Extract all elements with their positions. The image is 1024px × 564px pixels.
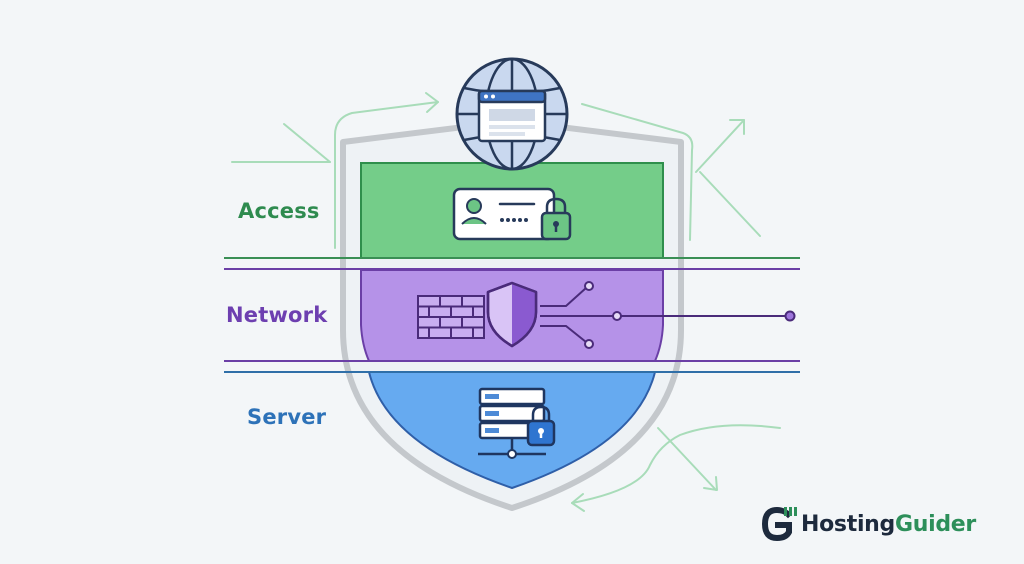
arrow-bottom-curve — [571, 424, 781, 504]
brand-mark-icon — [761, 506, 797, 542]
shield-icon — [486, 281, 538, 348]
arrow-top-left — [334, 101, 439, 249]
arrow-top-right — [581, 103, 694, 241]
arrow-bottom-right — [657, 427, 717, 491]
access-padlock-icon — [540, 197, 572, 241]
brand-name-part2: Guider — [895, 511, 976, 537]
network-layer-label: Network — [226, 303, 328, 327]
brand-logo: HostingGuider — [758, 505, 976, 543]
brand-name-part1: Hosting — [801, 511, 895, 537]
circuit-icon — [540, 281, 796, 349]
firewall-brick-icon — [417, 295, 485, 339]
arrow-top-left-head — [425, 92, 439, 113]
arrow-bottom-right-head — [703, 476, 718, 491]
browser-window-icon — [477, 89, 547, 143]
server-padlock-icon — [526, 405, 556, 447]
flow-arrows — [231, 92, 781, 512]
arrow-left-upper — [283, 123, 331, 163]
arrow-right-diag — [699, 171, 761, 237]
arrow-right-up-head — [729, 119, 745, 135]
access-layer-label: Access — [238, 199, 320, 223]
arrow-bottom-curve-head — [571, 493, 585, 512]
server-layer-label: Server — [247, 405, 327, 429]
separator-lines — [224, 257, 800, 373]
arrow-right-up — [695, 119, 745, 173]
id-card-icon — [452, 187, 556, 241]
